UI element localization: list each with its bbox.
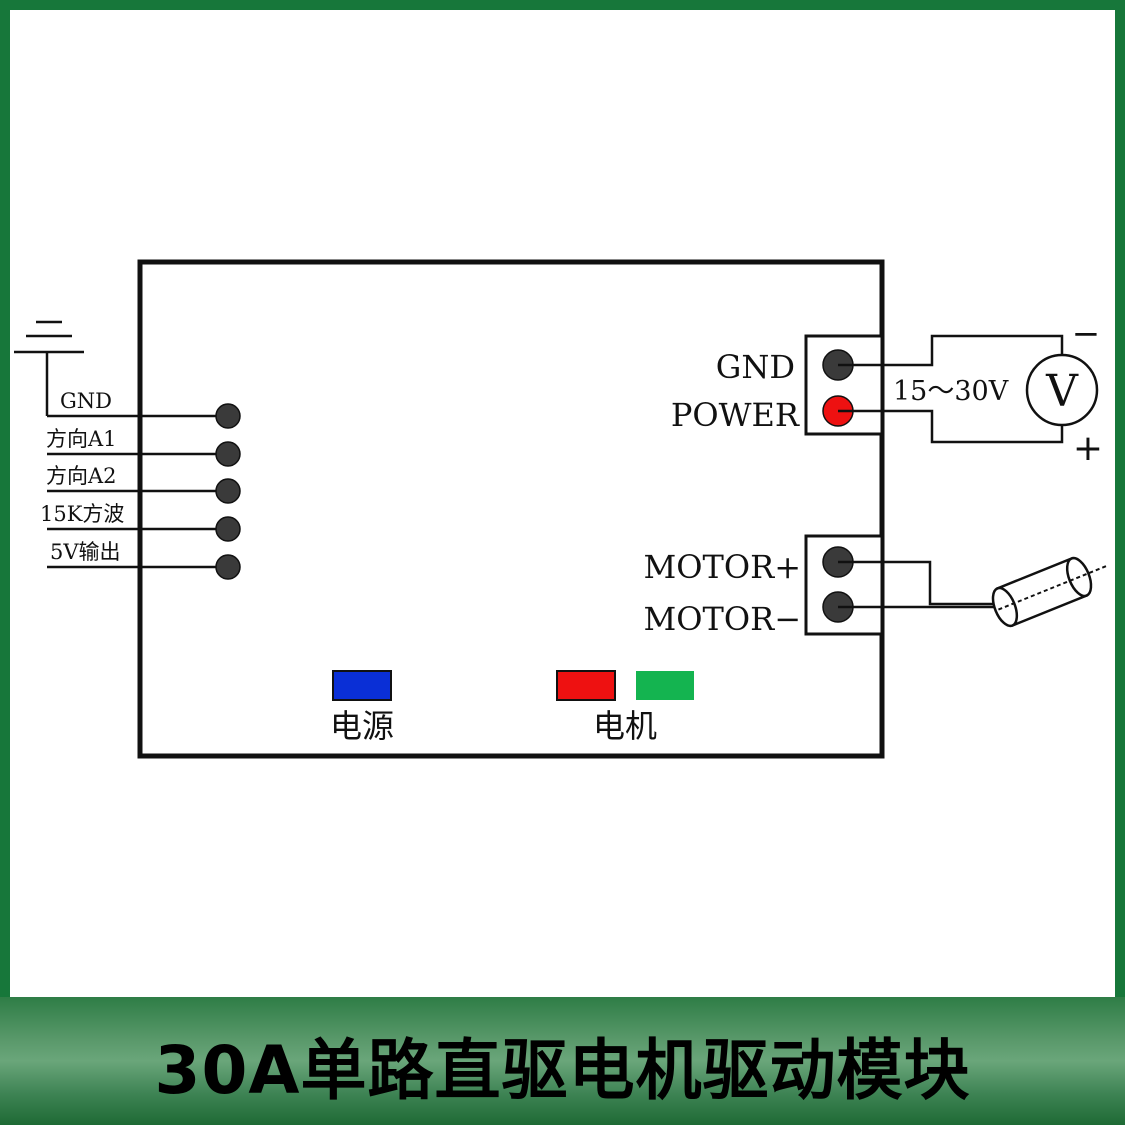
pin-label-dir-a2: 方向A2	[46, 464, 117, 488]
left-wires	[47, 414, 228, 569]
polarity-plus: +	[1073, 428, 1103, 469]
pin-gnd	[215, 403, 241, 429]
label-motor-minus: MOTOR−	[644, 600, 801, 638]
motor-indicator-led-green	[636, 671, 694, 700]
motor-icon	[991, 556, 1108, 628]
voltmeter-icon: V	[1025, 353, 1099, 427]
motor-indicator-label: 电机	[593, 707, 657, 745]
pin-pwm	[215, 516, 241, 542]
pin-5v-out	[215, 554, 241, 580]
label-power: POWER	[671, 396, 800, 434]
motor-indicator-led-red	[556, 670, 616, 701]
ground-icon	[14, 320, 84, 416]
polarity-minus: −	[1072, 314, 1101, 354]
motor-wires	[838, 560, 1002, 609]
power-wires	[838, 334, 1064, 444]
label-gnd: GND	[716, 348, 795, 386]
pin-label-gnd: GND	[60, 389, 112, 413]
label-motor-plus: MOTOR+	[644, 548, 801, 586]
pin-label-dir-a1: 方向A1	[46, 427, 117, 451]
pin-dir-a2	[215, 478, 241, 504]
power-indicator-led	[332, 670, 392, 701]
pin-dir-a1	[215, 441, 241, 467]
title-banner: 30A单路直驱电机驱动模块	[0, 997, 1125, 1125]
pin-label-pwm: 15K方波	[40, 502, 124, 526]
pin-label-5v-out: 5V输出	[50, 540, 121, 564]
module-body	[137, 259, 885, 759]
power-indicator-label: 电源	[330, 707, 394, 745]
banner-title: 30A单路直驱电机驱动模块	[154, 1032, 971, 1109]
voltage-range-label: 15～30V	[893, 376, 1009, 407]
voltmeter-symbol: V	[1045, 366, 1079, 417]
